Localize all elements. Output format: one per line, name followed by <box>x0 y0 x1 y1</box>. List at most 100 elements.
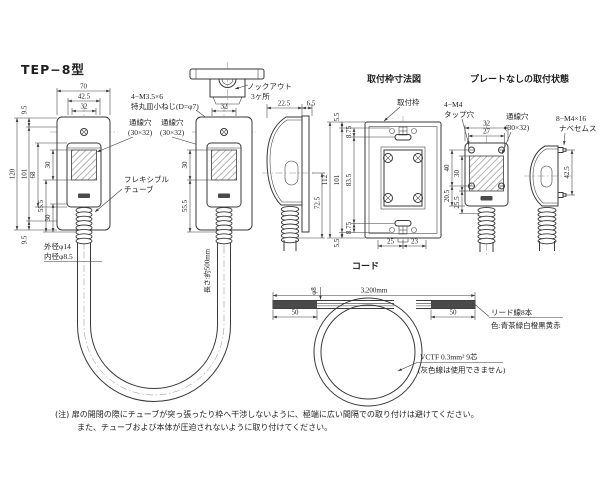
cord-section-title: コード <box>352 261 379 272</box>
nameplate <box>218 193 230 198</box>
label-cord-type-line1: VCTF 0.3mm² 9芯 <box>420 352 478 362</box>
dim-55-5: 55.5 <box>181 199 189 212</box>
cord-loop-outer <box>313 297 423 407</box>
label-inner-diameter: 内径φ8.5 <box>44 251 73 261</box>
label-wire-hole-b-line2: (30×32) <box>160 128 185 137</box>
dim-32: 32 <box>483 120 491 128</box>
label-tap-holes-line2: タップ穴 <box>444 109 474 119</box>
dim-25: 25 <box>387 238 395 246</box>
note-line2: また、チューブおよび本体が圧迫されないように取り付けてください。 <box>77 422 332 432</box>
frame-section-title: 取付枠寸法図 <box>367 73 421 85</box>
label-wire-hole-a-line1: 通線穴 <box>129 117 152 127</box>
body-top-outline <box>209 78 246 98</box>
dim-83-5: 83.5 <box>345 173 353 186</box>
nameplate <box>78 193 90 198</box>
dim-40: 40 <box>443 164 451 172</box>
dim-20-5: 20.5 <box>443 189 451 202</box>
label-pan-screws-line2: ナベセムス <box>559 124 597 133</box>
cord-end-right <box>431 300 475 309</box>
no-plate-front-view: プレートなしの取付状態 32 27 40 20.5 30 25.5 4−M4 タ… <box>443 73 569 256</box>
label-cord-type-line2: (灰色線は使用できません) <box>418 365 506 375</box>
dim-55-5: 55.5 <box>37 199 45 212</box>
label-knockout-line2: 3ヶ所 <box>251 91 270 101</box>
label-wire-hole-line2: (30×32) <box>505 123 530 132</box>
flange-outline <box>189 68 265 80</box>
dim-101: 101 <box>333 174 341 185</box>
label-knockout-line1: ノックアウト <box>247 82 292 91</box>
plate-screw <box>80 128 88 136</box>
knockout-arc <box>218 78 237 88</box>
wall-plate <box>301 115 310 233</box>
label-lead-wires-line2: 色:青茶緑白橙黒黄赤 <box>491 320 561 330</box>
dim-72-5: 72.5 <box>314 196 322 209</box>
dim-68: 68 <box>29 171 37 179</box>
frame-dimensions <box>327 121 427 249</box>
nameplate <box>480 196 493 201</box>
flexible-tube-loop <box>77 238 231 402</box>
label-outer-diameter: 外径φ14 <box>44 241 71 251</box>
cord-cross-break <box>394 298 416 311</box>
side-view: 22.5 6.5 72.5 <box>262 100 325 251</box>
noplate-side-dimensions <box>566 149 575 196</box>
cord-labels <box>397 304 563 372</box>
dim-25-5: 25.5 <box>453 196 461 209</box>
wire-hole-hatch <box>71 149 97 181</box>
label-tube-length: 長さ:約500mm <box>203 248 212 293</box>
dim-50-left: 50 <box>292 309 300 317</box>
flexible-tube-coil <box>75 206 93 245</box>
label-flex-tube-line1: フレキシブル <box>124 174 169 184</box>
dim-32: 32 <box>81 103 89 111</box>
dim-50-right: 50 <box>450 309 458 317</box>
label-tap-holes-line1: 4−M4 <box>444 100 463 109</box>
dim-9-5-top: 9.5 <box>21 105 29 114</box>
note-line1: (注) 扉の開閉の際にチューブが突っ張ったり枠へ干渉しないように、極端に広い間隔… <box>55 409 479 419</box>
dim-5-5-bottom: 5.5 <box>333 238 341 247</box>
label-mounting-frame: 取付枠 <box>397 97 420 107</box>
dim-6-5: 6.5 <box>307 100 316 108</box>
label-screw-line1: 4−M3.5×6 <box>131 92 163 101</box>
dim-112: 112 <box>321 174 329 185</box>
dim-9-5-bottom: 9.5 <box>21 235 29 244</box>
flexible-tube-coil <box>215 206 233 245</box>
wire-hole-hatch <box>469 155 504 192</box>
note-block: (注) 扉の開閉の際にチューブが突っ張ったり枠へ干渉しないように、極端に広い間隔… <box>55 409 479 432</box>
label-pan-screws-line1: 8−M4×16 <box>556 114 586 123</box>
top-view: ノックアウト 3ヶ所 <box>189 62 292 112</box>
label-flex-tube-line2: チューブ <box>124 184 154 194</box>
label-screw-line2: 特丸皿小ねじ(D=φ7) <box>131 101 199 111</box>
cord-band <box>272 300 476 309</box>
page-title: TEP−8型 <box>21 62 85 77</box>
dim-120: 120 <box>9 168 17 179</box>
view-a-dimensions <box>14 88 111 233</box>
dim-70: 70 <box>80 83 88 91</box>
dim-42-5: 42.5 <box>563 166 571 179</box>
view-b-dimensions <box>187 108 237 233</box>
flexible-tube-coil <box>477 206 496 245</box>
flexible-tube-coil <box>280 205 300 244</box>
noplate-section-title: プレートなしの取付状態 <box>470 73 569 85</box>
cord-end-left <box>273 300 317 309</box>
label-wire-hole-b-line1: 通線穴 <box>161 117 184 127</box>
frame-corner-holes <box>383 153 423 203</box>
dim-23: 23 <box>411 238 419 246</box>
wire-hole-hatch <box>211 149 237 181</box>
mounting-frame-view: 取付枠寸法図 取付枠 112 5.5 <box>321 73 442 250</box>
label-lead-wires-line1: リード線8本 <box>491 307 533 317</box>
slot-hole <box>540 165 553 188</box>
front-view-left-unit: 70 42.5 32 120 9.5 101 9.5 68 55.5 30 30… <box>9 83 221 262</box>
front-view-right-unit: 32 30 55.5 長さ:約500mm <box>181 103 256 293</box>
dim-30-lower: 30 <box>44 214 52 222</box>
dim-phi8: φ8 <box>310 287 318 295</box>
noplate-dimensions <box>449 125 509 214</box>
dim-30-upper: 30 <box>44 161 52 169</box>
label-wire-hole-line1: 通線穴 <box>506 111 529 121</box>
dim-5-5-top: 5.5 <box>333 112 341 121</box>
dim-101: 101 <box>21 168 29 179</box>
window-opening <box>383 149 423 207</box>
dim-32: 32 <box>221 103 229 111</box>
no-plate-side-view: 42.5 8−M4×16 ナベセムス <box>524 114 597 251</box>
dim-8-75-bottom: 8.75 <box>345 221 353 234</box>
dim-8-75-top: 8.75 <box>345 125 353 138</box>
